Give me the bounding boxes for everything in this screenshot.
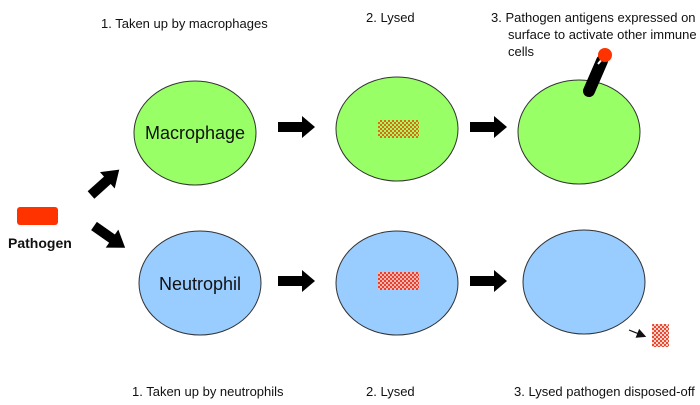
neutrophil-step-1: 1. Taken up by neutrophils: [132, 384, 284, 399]
arrow-right-icon: [278, 270, 315, 292]
pathogen-label: Pathogen: [8, 235, 72, 251]
pathogen-shape: [17, 207, 58, 225]
antigen-tip: [598, 48, 612, 62]
macrophage-cell: [133, 80, 257, 186]
arrow-right-icon: [278, 116, 315, 138]
macrophage-step-3-line-2: surface to activate other immune: [508, 27, 697, 42]
macrophage-step-2: 2. Lysed: [366, 10, 415, 25]
macrophage-label: Macrophage: [145, 123, 245, 143]
arrow-right-icon: [470, 116, 507, 138]
neutrophil-disposal-cell: [522, 229, 646, 335]
neutrophil-step-2: 2. Lysed: [366, 384, 415, 399]
disposal-arrow-icon: [628, 328, 647, 338]
macrophage-step-1: 1. Taken up by macrophages: [101, 16, 268, 31]
neutrophil-cell: [138, 230, 262, 336]
arrow-up-right-icon: [87, 169, 120, 199]
lysed-pathogen-fragment: [378, 272, 419, 290]
arrow-right-icon: [470, 270, 507, 292]
lysed-pathogen-fragment: [378, 120, 419, 138]
disposed-pathogen-fragment: [652, 324, 669, 347]
macrophage-antigen-cell: [517, 79, 641, 185]
macrophage-step-3: 3. Pathogen antigens expressed on surfac…: [491, 9, 697, 60]
neutrophil-label: Neutrophil: [159, 274, 241, 294]
macrophage-step-3-line-3: cells: [508, 44, 535, 59]
neutrophil-step-3: 3. Lysed pathogen disposed-off: [514, 384, 695, 399]
antigen-receptor-stalk: [583, 55, 608, 97]
macrophage-step-3-line-1: 3. Pathogen antigens expressed on: [491, 10, 696, 25]
arrow-down-right-icon: [91, 221, 126, 248]
